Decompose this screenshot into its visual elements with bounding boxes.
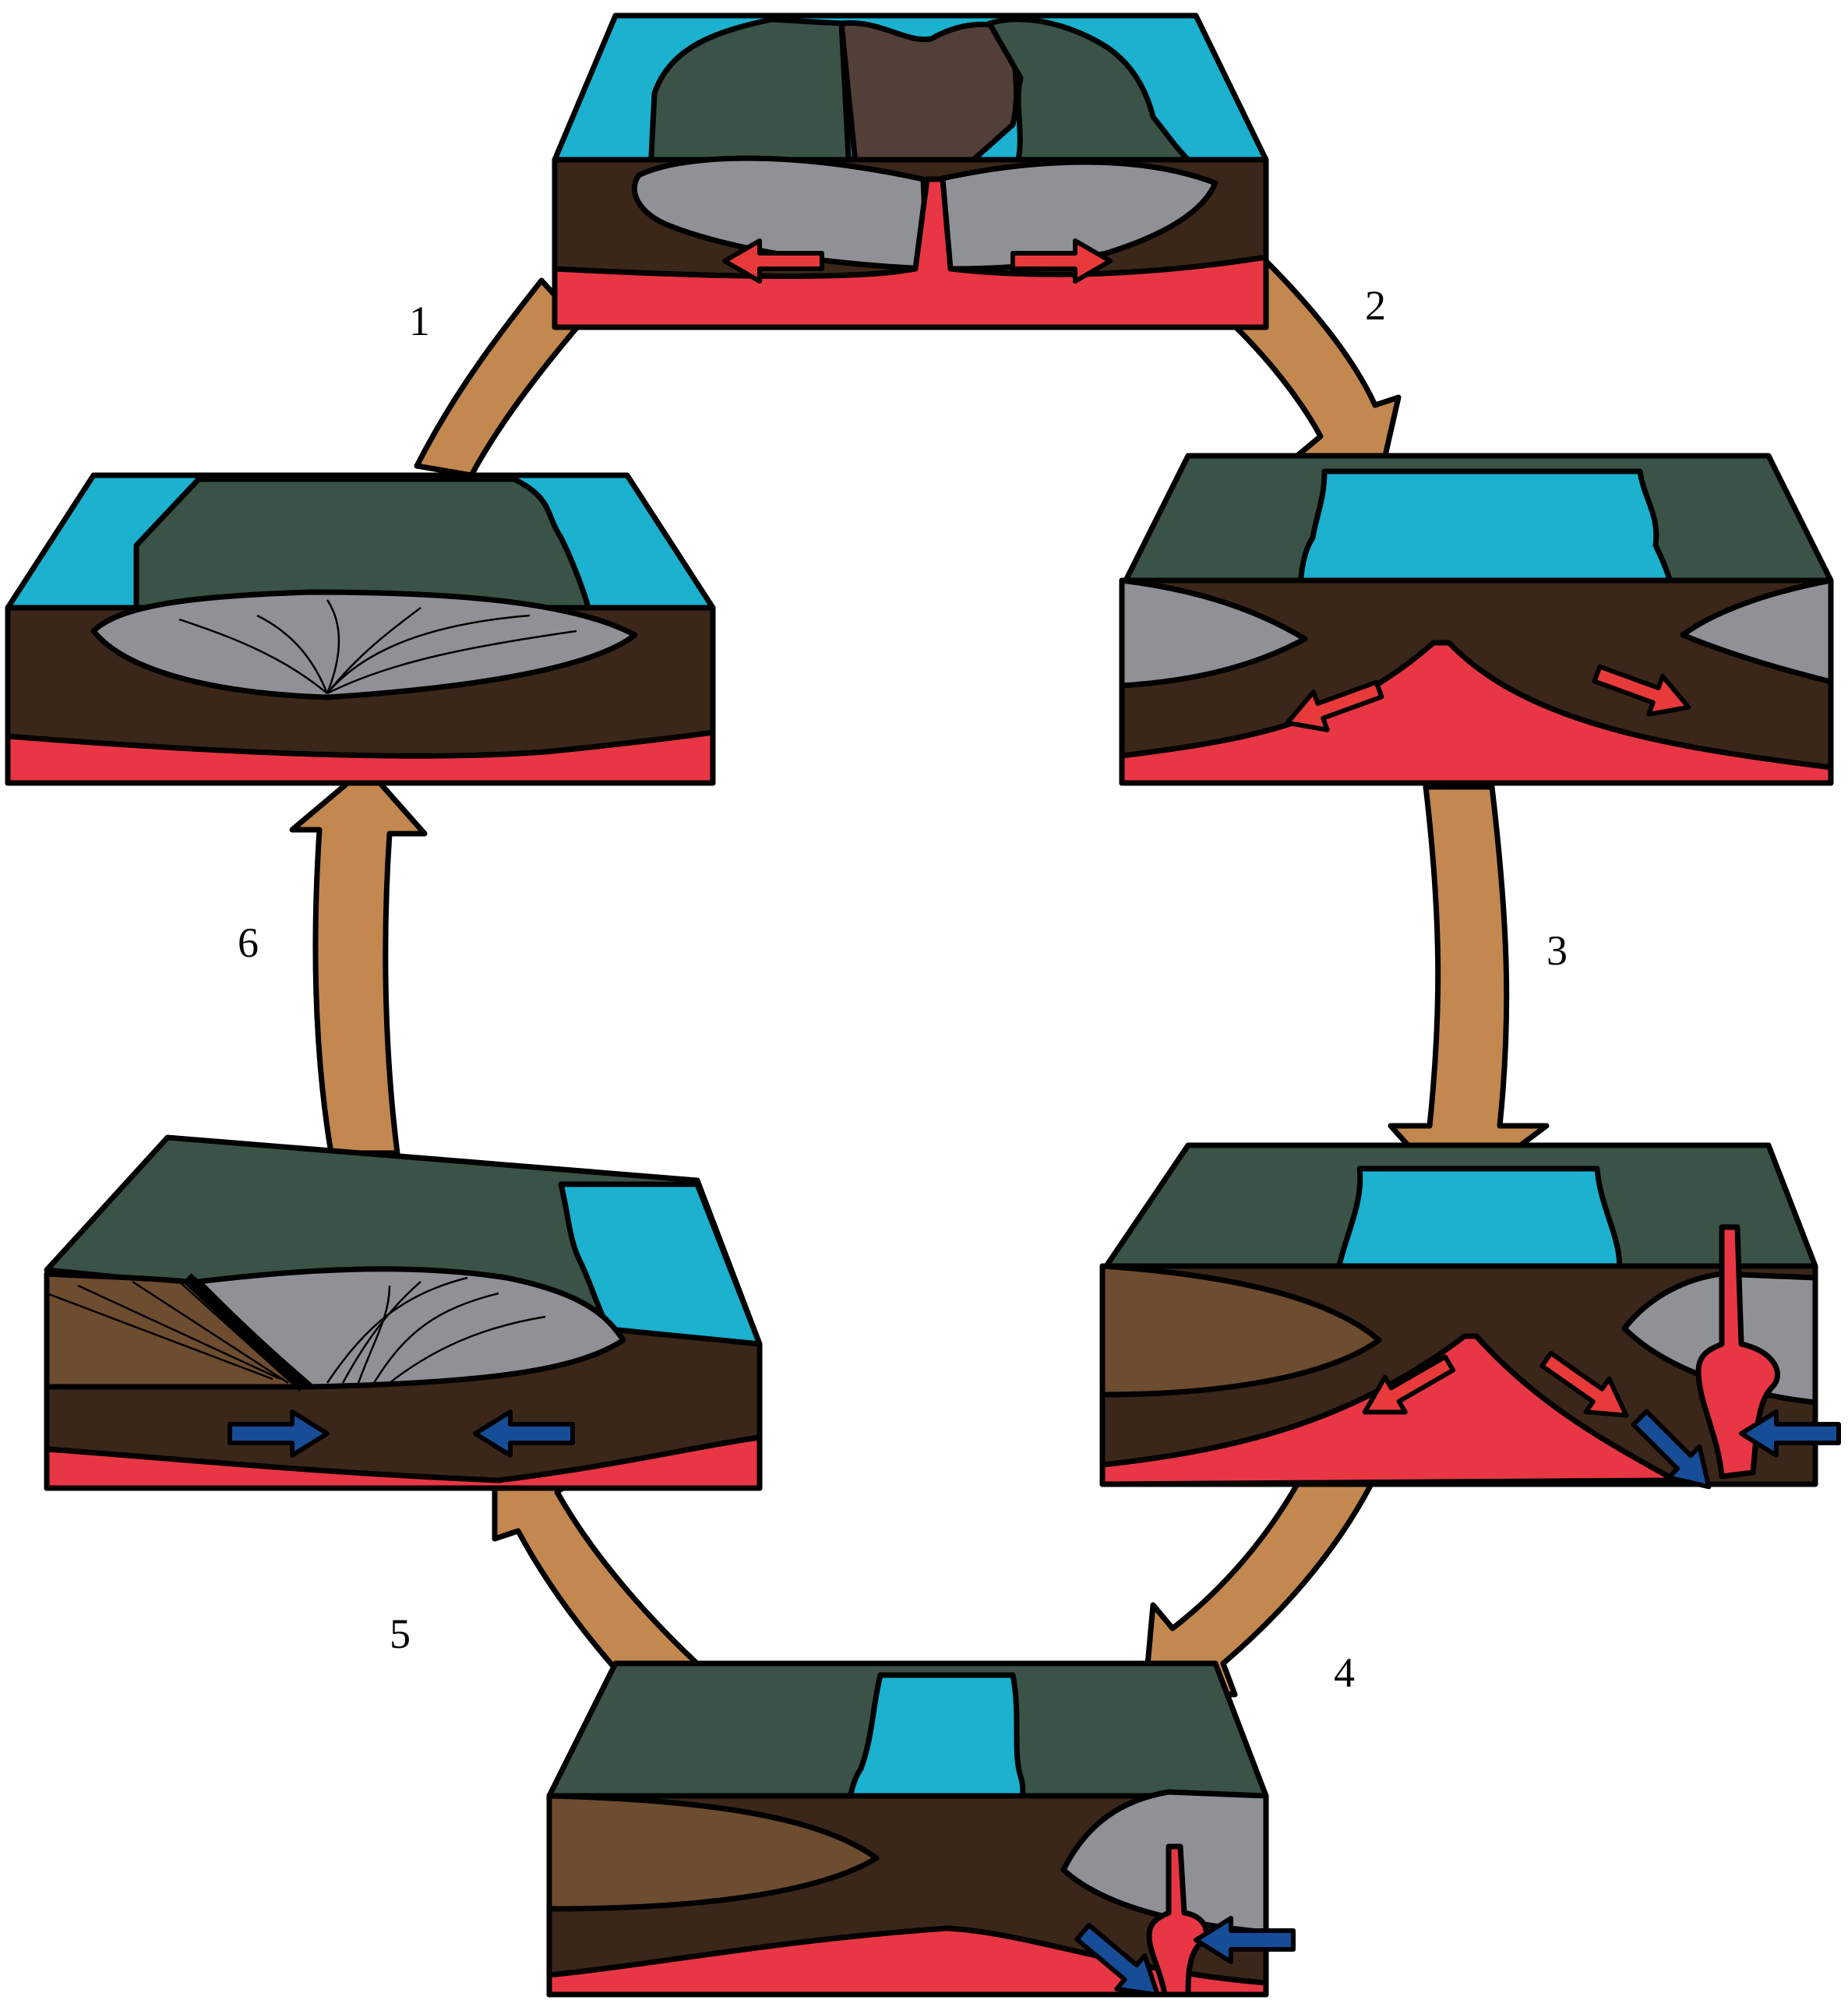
step-label-2: 2 — [1365, 282, 1386, 329]
block-stage-6-supercontinent — [5, 472, 716, 786]
block-stage-2-ocean-opening — [1119, 453, 1834, 786]
cycle-arrow-4 — [1142, 1481, 1374, 1698]
step-label-3: 3 — [1546, 927, 1568, 974]
step-labels: 1 2 3 4 5 6 — [238, 282, 1568, 1696]
block-stage-4-ocean-closing — [546, 1660, 1293, 2007]
cycle-arrow-3 — [1388, 784, 1550, 1199]
step-label-5: 5 — [390, 1610, 411, 1657]
block-stage-1-rifting — [552, 12, 1269, 330]
step-label-6: 6 — [238, 919, 259, 966]
cycle-arrow-6 — [289, 764, 428, 1156]
step-label-4: 4 — [1334, 1649, 1355, 1696]
step-label-1: 1 — [409, 298, 430, 344]
block-stage-3-subduction — [1099, 1142, 1839, 1502]
block-stage-5-collision — [44, 1134, 763, 1491]
